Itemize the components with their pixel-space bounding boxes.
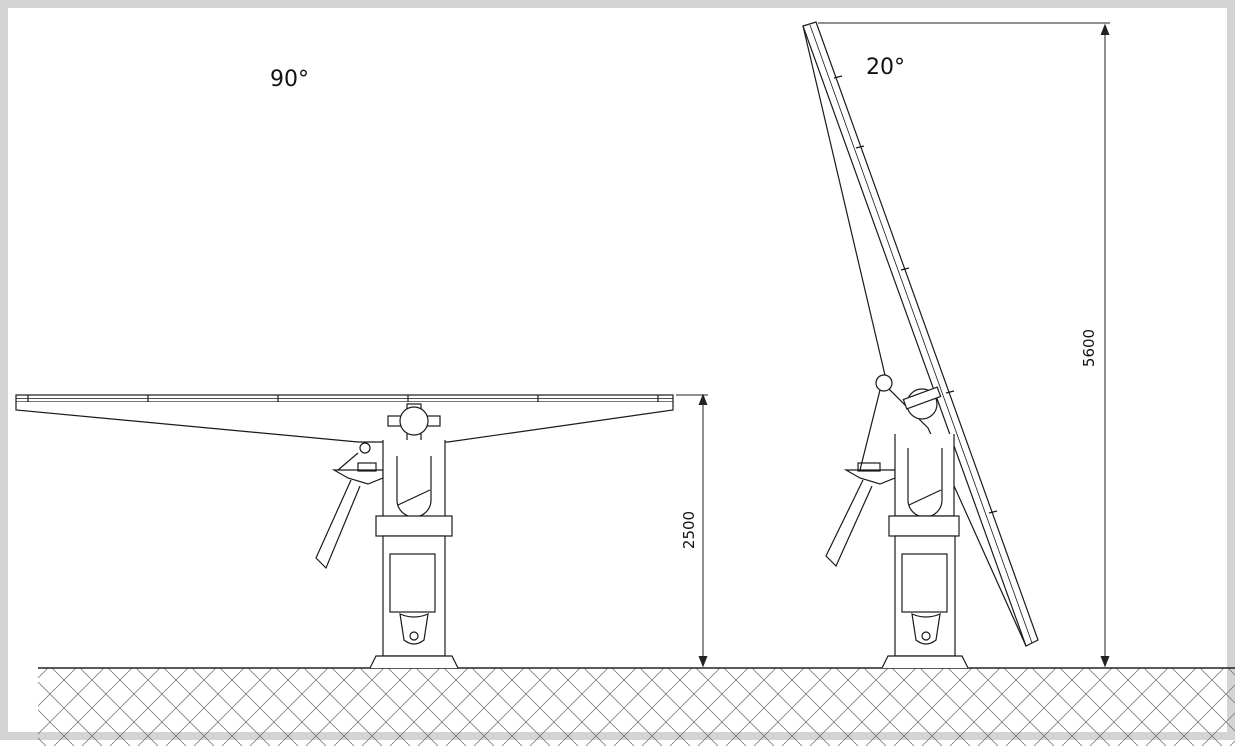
post-right <box>881 434 969 669</box>
dimension-label-right: 5600 <box>1080 329 1098 367</box>
solar-tracker-drawing: 90° 20° 2500 5600 <box>15 21 1235 746</box>
post-left <box>369 440 459 669</box>
panel-left <box>15 394 674 443</box>
actuator-left <box>315 442 384 570</box>
hub-right <box>875 374 942 420</box>
ground <box>38 667 1235 746</box>
ground-hatch <box>38 668 1235 746</box>
angle-label-left: 90° <box>270 67 309 92</box>
angle-label-right: 20° <box>866 55 905 80</box>
dimension-right <box>818 22 1110 668</box>
tracker-right <box>802 21 1039 669</box>
hub-left <box>387 403 441 443</box>
dimension-label-left: 2500 <box>680 511 698 549</box>
actuator-right <box>825 389 896 568</box>
tracker-left <box>15 394 674 669</box>
dimension-left <box>676 393 708 668</box>
